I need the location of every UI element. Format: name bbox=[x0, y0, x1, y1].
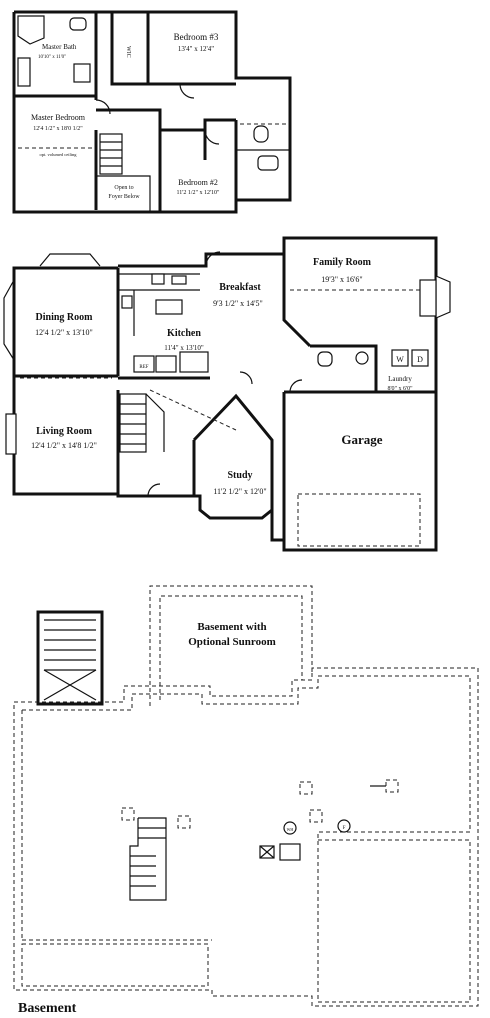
exterior-stair bbox=[36, 610, 104, 706]
wic-label: WIC bbox=[125, 46, 131, 58]
upper-floor-plan: Master Bath 10'10" x 11'0" WIC Bedroom #… bbox=[12, 10, 292, 214]
study-name: Study bbox=[227, 470, 252, 481]
study-wall bbox=[192, 393, 274, 510]
hall-wall bbox=[96, 108, 236, 132]
dining-room-dims: 12'4 1/2" x 13'10" bbox=[35, 328, 93, 337]
kitchen-name: Kitchen bbox=[167, 328, 201, 339]
support-post bbox=[177, 815, 191, 829]
open-to-foyer-line2: Foyer Below bbox=[108, 194, 140, 200]
refrigerator-label: REF bbox=[139, 365, 148, 370]
support-post bbox=[309, 809, 323, 823]
door-swing bbox=[147, 483, 161, 497]
stair-landing bbox=[179, 351, 209, 373]
basement-plan: WH F Basement with Optional Sunroom Base… bbox=[13, 585, 479, 1016]
dining-room-name: Dining Room bbox=[36, 312, 94, 323]
sunroom-line1: Basement with bbox=[197, 621, 266, 633]
support-post bbox=[385, 779, 399, 793]
hearth bbox=[419, 279, 437, 317]
master-bath-name: Master Bath bbox=[42, 43, 77, 51]
open-to-foyer-line1: Open to bbox=[114, 185, 133, 191]
garage-foundation bbox=[317, 839, 471, 1003]
fireplace-icon bbox=[5, 413, 17, 455]
master-bath-dims: 10'10" x 11'0" bbox=[38, 55, 66, 60]
dishwasher-icon bbox=[171, 275, 187, 285]
bedroom3-name: Bedroom #3 bbox=[174, 32, 219, 42]
laundry-dims: 8'0" x 6'0" bbox=[387, 386, 413, 392]
upper-stair bbox=[99, 133, 123, 175]
bedroom3-dims: 13'4" x 12'4" bbox=[178, 45, 214, 53]
living-room-dims: 12'4 1/2" x 14'8 1/2" bbox=[31, 441, 97, 450]
vanity-icon bbox=[17, 57, 31, 87]
toilet-icon bbox=[253, 125, 269, 143]
breakfast-dims: 9'3 1/2" x 14'5" bbox=[213, 299, 263, 308]
sink-icon bbox=[355, 351, 369, 365]
garage-name: Garage bbox=[341, 432, 382, 447]
washer-label: W bbox=[396, 355, 404, 364]
open-to-foyer-rail bbox=[96, 175, 151, 212]
kitchen-island bbox=[155, 299, 183, 315]
garage-door bbox=[297, 493, 421, 547]
master-bedroom-note: opt. volumed ceiling bbox=[39, 152, 77, 157]
dryer-box bbox=[411, 349, 429, 367]
basement-inner-wall bbox=[22, 675, 471, 1000]
sink-icon bbox=[257, 155, 279, 171]
basement-title: Basement bbox=[18, 1001, 77, 1016]
dining-bay bbox=[3, 279, 15, 361]
basement-outer-wall bbox=[13, 667, 479, 1007]
dining-window-bay bbox=[39, 253, 101, 267]
water-heater-icon bbox=[283, 821, 297, 835]
toilet-icon bbox=[317, 351, 333, 367]
wall bbox=[282, 254, 312, 348]
support-post bbox=[121, 807, 135, 821]
sunroom-line2: Optional Sunroom bbox=[188, 636, 276, 648]
door-swing bbox=[239, 371, 253, 385]
laundry-name: Laundry bbox=[388, 375, 412, 383]
shower-icon bbox=[73, 63, 91, 83]
basement-stair bbox=[129, 817, 167, 901]
family-room-name: Family Room bbox=[313, 257, 372, 268]
bedroom2-name: Bedroom #2 bbox=[178, 178, 218, 187]
kitchen-dims: 11'4" x 13'10" bbox=[164, 344, 204, 352]
support-post bbox=[299, 781, 313, 795]
sunroom-outline bbox=[149, 585, 313, 706]
family-room-dims: 19'3" x 16'6" bbox=[321, 275, 362, 284]
door-swing bbox=[205, 251, 221, 267]
toilet-icon bbox=[69, 17, 87, 31]
door-swing bbox=[95, 99, 111, 115]
sump-icon bbox=[279, 843, 301, 861]
dryer-label: D bbox=[417, 355, 423, 364]
unexcavated-area bbox=[21, 943, 209, 987]
range-icon bbox=[121, 295, 133, 309]
main-stair bbox=[119, 393, 147, 453]
master-bedroom-name: Master Bedroom bbox=[31, 113, 86, 122]
master-bedroom-dims: 12'4 1/2" x 18'0 1/2" bbox=[33, 126, 83, 132]
main-floor-plan: Family Room 19'3" x 16'6" Breakfast 9'3 … bbox=[3, 236, 451, 552]
sunroom-inner bbox=[159, 595, 303, 700]
water-heater-label: WH bbox=[287, 827, 294, 832]
furnace-icon bbox=[337, 819, 351, 833]
door-swing bbox=[179, 83, 195, 99]
door-swing bbox=[204, 129, 220, 145]
corner-tub-icon bbox=[17, 15, 45, 45]
washer-box bbox=[391, 349, 409, 367]
living-room-name: Living Room bbox=[36, 426, 93, 437]
refrigerator-box bbox=[133, 355, 155, 373]
door-swing bbox=[289, 379, 303, 393]
upper-floor-outer-wall bbox=[12, 10, 292, 214]
sink-icon bbox=[151, 273, 165, 285]
pantry-box bbox=[155, 355, 177, 373]
breakfast-name: Breakfast bbox=[219, 282, 261, 293]
fireplace-icon bbox=[435, 275, 451, 319]
bedroom2-dims: 11'2 1/2" x 12'10" bbox=[176, 190, 220, 196]
furnace-label: F bbox=[343, 826, 346, 831]
wic-wall bbox=[110, 12, 150, 86]
study-dims: 11'2 1/2" x 12'0" bbox=[213, 487, 266, 496]
